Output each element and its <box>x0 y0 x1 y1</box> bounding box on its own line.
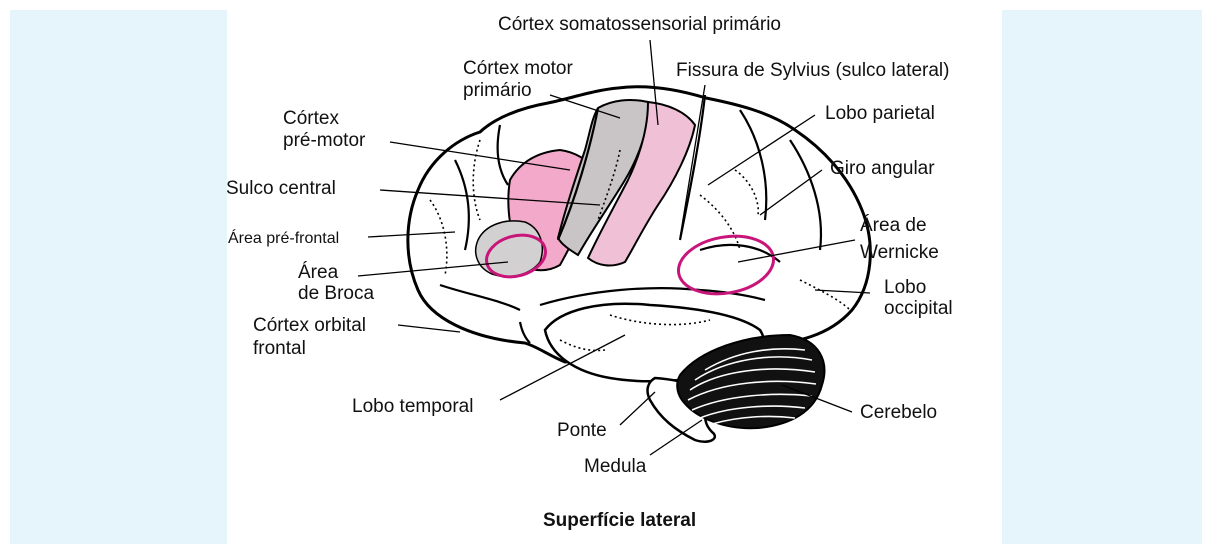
label-prefrontal-area: Área pré-frontal <box>228 228 339 250</box>
label-premotor-line2: pré-motor <box>283 130 365 152</box>
leader-orbital <box>398 325 460 332</box>
label-wernicke-line2: Wernicke <box>860 242 939 264</box>
label-motor-line1: Córtex motor <box>463 58 573 80</box>
label-sylvian-fissure: Fissura de Sylvius (sulco lateral) <box>676 60 949 82</box>
label-medulla: Medula <box>584 456 646 478</box>
label-parietal-lobe: Lobo parietal <box>825 103 935 125</box>
label-orbital-line1: Córtex orbital <box>253 315 366 337</box>
label-pons: Ponte <box>557 420 607 442</box>
label-orbital-line2: frontal <box>253 338 306 360</box>
label-occipital-line2: occipital <box>884 298 953 320</box>
label-motor-line2: primário <box>463 80 532 102</box>
label-temporal-lobe: Lobo temporal <box>352 396 473 418</box>
label-cerebellum: Cerebelo <box>860 402 937 424</box>
label-angular-gyrus: Giro angular <box>830 158 935 180</box>
broca-region <box>476 221 543 277</box>
label-broca-line2: de Broca <box>298 283 374 305</box>
label-wernicke-line1: Área de <box>860 215 927 237</box>
label-occipital-line1: Lobo <box>884 277 926 299</box>
label-somatosensory: Córtex somatossensorial primário <box>498 14 781 36</box>
label-broca-line1: Área <box>298 262 338 284</box>
label-premotor-line1: Córtex <box>283 108 339 130</box>
leader-pons <box>620 392 655 425</box>
figure-caption: Superfície lateral <box>543 510 696 532</box>
label-central-sulcus: Sulco central <box>226 178 336 200</box>
